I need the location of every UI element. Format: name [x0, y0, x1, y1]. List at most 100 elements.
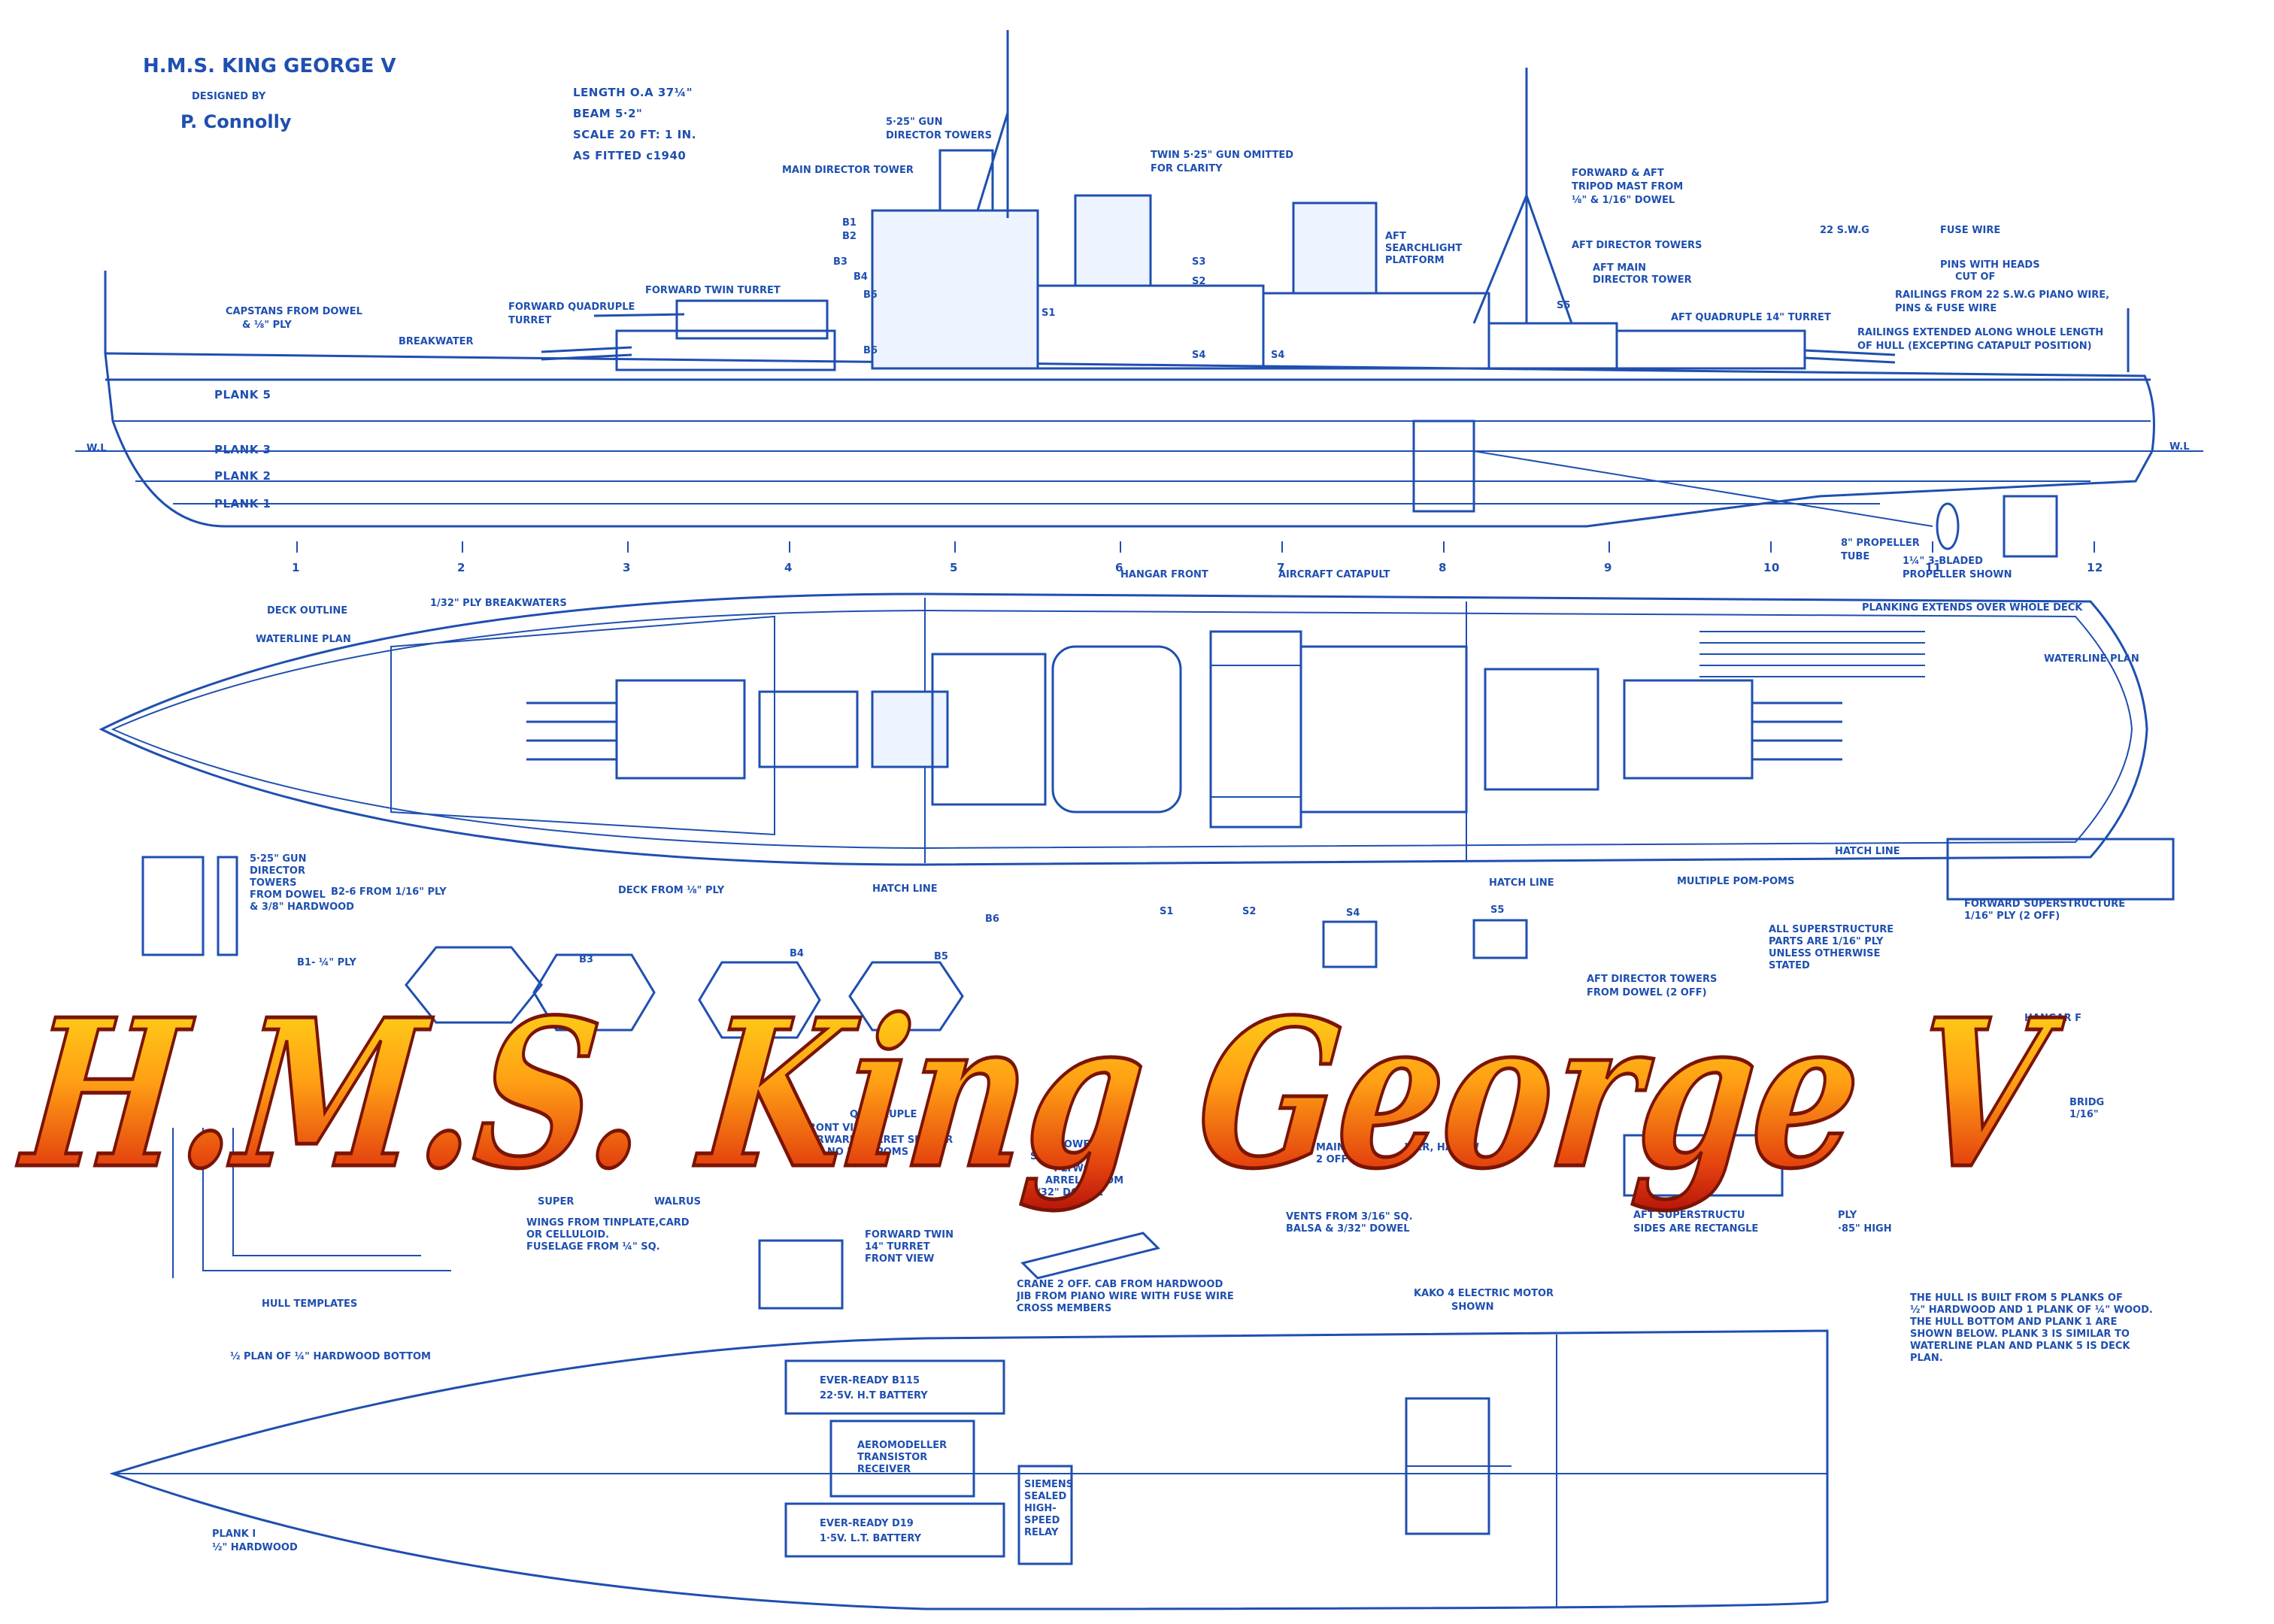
deck-fwd-quad-turret	[615, 679, 746, 780]
svg-text:B4: B4	[854, 271, 868, 283]
electric-motor-profile	[1412, 420, 1475, 513]
label-dowel-4: ARRELS FROM	[1045, 1175, 1123, 1186]
gun-director-dowel	[217, 856, 238, 956]
plan-title: H.M.S. KING GEORGE V	[143, 55, 396, 77]
gun-barrel	[1804, 356, 1896, 364]
label-hull-note-4: SHOWN BELOW. PLANK 3 IS SIMILAR TO	[1910, 1329, 2130, 1340]
label-fwd-twin-part-3: FRONT VIEW	[865, 1253, 934, 1265]
label-hull-note-5: WATERLINE PLAN AND PLANK 5 IS DECK	[1910, 1341, 2130, 1352]
label-quad-front-2: FRONT VIEW	[802, 1123, 871, 1134]
overlay-title: H.M.S. King George V	[11, 975, 2072, 1213]
label-breakwater: BREAKWATER	[399, 336, 474, 347]
fwd-quad-turret	[615, 329, 836, 371]
label-dowel-3: " PLYWOOD	[1045, 1163, 1108, 1174]
label-tower-hardwood: WER, HARDW	[1405, 1142, 1479, 1153]
svg-text:12: 12	[2087, 561, 2103, 574]
label-aft-director: AFT DIRECTOR TOWERS	[1572, 240, 1702, 251]
label-hatch-line-1: HATCH LINE	[872, 883, 938, 895]
svg-text:B1: B1	[842, 217, 857, 229]
label-fuse-wire: FUSE WIRE	[1940, 225, 2000, 236]
svg-text:4: 4	[784, 561, 793, 574]
svg-text:7: 7	[1277, 561, 1285, 574]
aft-quad-turret	[1615, 329, 1806, 370]
battery-lt-box	[784, 1502, 1005, 1558]
parts-section: 5·25" GUN DIRECTOR TOWERS FROM DOWEL & 3…	[141, 838, 2175, 1364]
svg-text:S3: S3	[1192, 256, 1205, 268]
svg-text:6: 6	[1115, 561, 1123, 574]
bottom-plan: ½ PLAN OF ¼" HARDWOOD BOTTOM EVER-READY …	[109, 1288, 1829, 1610]
label-aft-superstructure-4: ·85" HIGH	[1838, 1223, 1892, 1235]
label-capstans-ply: & ⅛" PLY	[242, 320, 292, 331]
part-b4	[698, 961, 821, 1039]
label-aft-director-part-2: FROM DOWEL (2 OFF)	[1587, 987, 1707, 998]
designed-by: DESIGNED BY	[192, 91, 266, 102]
label-hangar-part: HANGAR F	[2024, 1013, 2081, 1024]
label-walrus-2: WALRUS	[654, 1196, 701, 1207]
deck-fwd-superstructure	[931, 653, 1047, 806]
label-receiver: AEROMODELLER	[857, 1440, 947, 1451]
svg-text:B5: B5	[863, 289, 878, 301]
fitted-spec: AS FITTED c1940	[573, 149, 686, 162]
deck-plan: DECK OUTLINE WATERLINE PLAN 1/32" PLY BR…	[99, 569, 2148, 896]
label-b2-6: B2-6 FROM 1/16" PLY	[331, 886, 447, 898]
label-battery-ht: EVER-READY B115	[820, 1375, 920, 1386]
label-crane-2: JIB FROM PIANO WIRE WITH FUSE WIRE	[1016, 1291, 1234, 1302]
label-deck-from: DECK FROM ⅛" PLY	[618, 885, 725, 896]
deck-aft-quad-turret	[1623, 679, 1754, 780]
director-tower	[938, 149, 994, 212]
designer-name: P. Connolly	[180, 111, 292, 132]
label-relay-5: RELAY	[1024, 1527, 1059, 1538]
label-wings-3: FUSELAGE FROM ¼" SQ.	[526, 1241, 660, 1253]
label-fwd-twin-part-2: 14" TURRET	[865, 1241, 930, 1253]
label-gun-director: 5·25" GUN	[886, 117, 942, 128]
label-b6: B6	[985, 914, 999, 925]
foremast-leg	[976, 112, 1009, 211]
label-gun-towers-5: & 3/8" HARDWOOD	[250, 901, 354, 913]
label-dowel-5: 3/32" DOWEL	[1030, 1187, 1103, 1198]
part-s5	[1472, 919, 1528, 959]
part-b5	[848, 961, 964, 1032]
label-railings-4: OF HULL (EXCEPTING CATAPULT POSITION)	[1857, 341, 2092, 352]
gun-barrel	[541, 353, 632, 361]
part-aft-superstructure	[1623, 1134, 1784, 1197]
label-motor: KAKO 4 ELECTRIC MOTOR	[1414, 1288, 1554, 1299]
label-dowel-2: SHOWN. BAS	[1030, 1151, 1102, 1162]
plank-5-label: PLANK 5	[214, 388, 271, 401]
fwd-twin-turret	[675, 299, 829, 340]
label-aft-main: AFT MAIN	[1593, 262, 1646, 274]
label-bridge: BRIDG	[2069, 1097, 2104, 1108]
svg-text:B6: B6	[863, 345, 878, 356]
label-capstans: CAPSTANS FROM DOWEL	[226, 306, 362, 317]
gun-director-part	[141, 856, 205, 956]
label-s1: S1	[1160, 906, 1173, 917]
label-fwd-superstructure-2: 1/16" PLY (2 OFF)	[1964, 910, 2060, 922]
station-marks: 1 2 3 4 5 6 7 8 9 10 11 12	[292, 541, 2103, 574]
label-receiver-3: RECEIVER	[857, 1464, 911, 1475]
label-planking: PLANKING EXTENDS OVER WHOLE DECK	[1862, 602, 2083, 614]
mainmast-leg	[1472, 195, 1528, 324]
label-bridge-2: 1/16"	[2069, 1109, 2099, 1120]
label-wings-2: OR CELLULOID.	[526, 1229, 609, 1241]
battery-ht-box	[784, 1359, 1005, 1415]
label-quad-front-3: FORWARD TURRET SIMILAR	[802, 1135, 953, 1146]
label-propeller: 1¼" 3-BLADED	[1903, 556, 1983, 567]
label-receiver-2: TRANSISTOR	[857, 1452, 927, 1463]
length-spec: LENGTH O.A 37¼"	[573, 86, 693, 99]
label-hull-note: THE HULL IS BUILT FROM 5 PLANKS OF	[1910, 1292, 2123, 1304]
mainmast-leg	[1525, 195, 1573, 324]
label-all-superstructure-2: PARTS ARE 1/16" PLY	[1769, 936, 1884, 947]
gun-barrel	[593, 313, 685, 317]
label-all-superstructure: ALL SUPERSTRUCTURE	[1769, 924, 1893, 935]
propeller-shaft	[1473, 450, 1933, 527]
label-aft-superstructure: AFT SUPERSTRUCTU	[1633, 1210, 1745, 1221]
svg-text:S2: S2	[1192, 276, 1205, 287]
label-s5: S5	[1490, 904, 1504, 916]
label-battery-lt: EVER-READY D19	[820, 1518, 914, 1529]
wl-label-fwd: W.L	[86, 443, 107, 454]
svg-text:S5: S5	[1557, 300, 1570, 311]
label-hatch-line-3: HATCH LINE	[1835, 846, 1900, 857]
label-swg: 22 S.W.G	[1820, 225, 1869, 236]
label-relay: SIEMENS	[1024, 1479, 1073, 1490]
label-b1: B1- ¼" PLY	[297, 957, 356, 968]
label-battery-lt-2: 1·5V. L.T. BATTERY	[820, 1533, 922, 1544]
